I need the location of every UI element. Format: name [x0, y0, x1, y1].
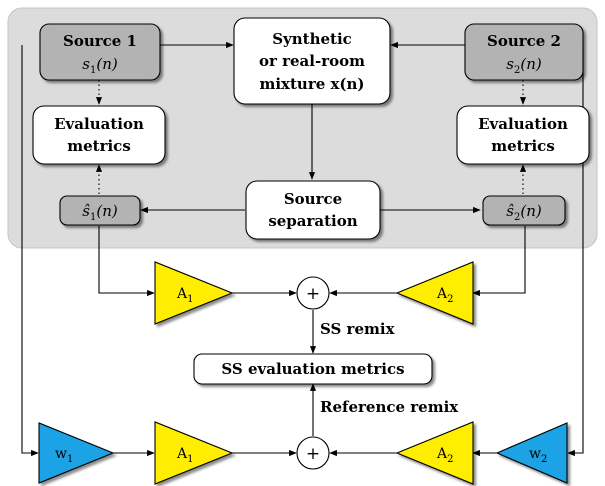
- amp-bottom-right-label: A2: [436, 446, 454, 465]
- ss-remix-label: SS remix: [320, 320, 396, 338]
- wire-est1-to-amp1: [98, 226, 155, 297]
- mixture-line-1: Synthetic: [272, 30, 352, 48]
- eval-right-line-1: Evaluation: [478, 115, 568, 133]
- source-1-signal: s1(n): [82, 55, 118, 76]
- source-2-title: Source 2: [487, 32, 561, 50]
- source-1-box: Source 1 s1(n): [39, 23, 161, 81]
- w2-label: w2: [529, 446, 547, 465]
- amp-top-left-label: A1: [176, 286, 194, 305]
- wire-source2-to-w2: [567, 45, 584, 457]
- amp-bottom-left-label: A1: [176, 446, 194, 465]
- ss-evaluation-metrics-box: SS evaluation metrics: [193, 353, 433, 385]
- w1-label: w1: [55, 446, 73, 465]
- estimate-2-signal: ŝ2(n): [506, 202, 542, 223]
- sum-node-top: +: [296, 276, 330, 310]
- wire-est2-to-amp2: [472, 226, 526, 297]
- wire-source1-to-w1: [21, 45, 39, 457]
- estimate-1-box: ŝ1(n): [59, 195, 141, 226]
- eval-right-line-2: metrics: [491, 137, 555, 155]
- weight-w2: w2: [495, 422, 568, 484]
- weight-w1: w1: [38, 422, 115, 484]
- evaluation-metrics-right: Evaluation metrics: [456, 105, 590, 165]
- sum-node-bottom: +: [296, 436, 330, 470]
- sum-bottom-symbol: +: [306, 444, 320, 464]
- separation-line-2: separation: [268, 212, 357, 230]
- sum-top-symbol: +: [306, 284, 320, 304]
- amplifier-top-right: A2: [395, 261, 474, 325]
- evaluation-metrics-left: Evaluation metrics: [32, 105, 166, 165]
- eval-left-line-1: Evaluation: [54, 115, 144, 133]
- mixture-line-3: mixture x(n): [259, 75, 364, 93]
- mixture-box: Synthetic or real-room mixture x(n): [233, 17, 391, 105]
- amplifier-bottom-right: A2: [395, 421, 474, 485]
- source-separation-box: Source separation: [245, 180, 381, 240]
- mixture-line-2: or real-room: [259, 52, 365, 70]
- eval-left-line-2: metrics: [67, 137, 131, 155]
- reference-remix-label: Reference remix: [320, 398, 459, 416]
- amplifier-top-left: A1: [154, 261, 234, 325]
- amp-top-right-label: A2: [436, 286, 454, 305]
- source-1-title: Source 1: [63, 32, 137, 50]
- separation-line-1: Source: [284, 190, 342, 208]
- source-2-signal: s2(n): [506, 55, 542, 76]
- ss-evaluation-metrics-text: SS evaluation metrics: [221, 360, 404, 378]
- estimate-2-box: ŝ2(n): [482, 195, 566, 226]
- estimate-1-signal: ŝ1(n): [82, 202, 118, 223]
- connectors: [21, 41, 584, 457]
- amplifier-bottom-left: A1: [154, 421, 234, 485]
- source-2-box: Source 2 s2(n): [464, 23, 584, 81]
